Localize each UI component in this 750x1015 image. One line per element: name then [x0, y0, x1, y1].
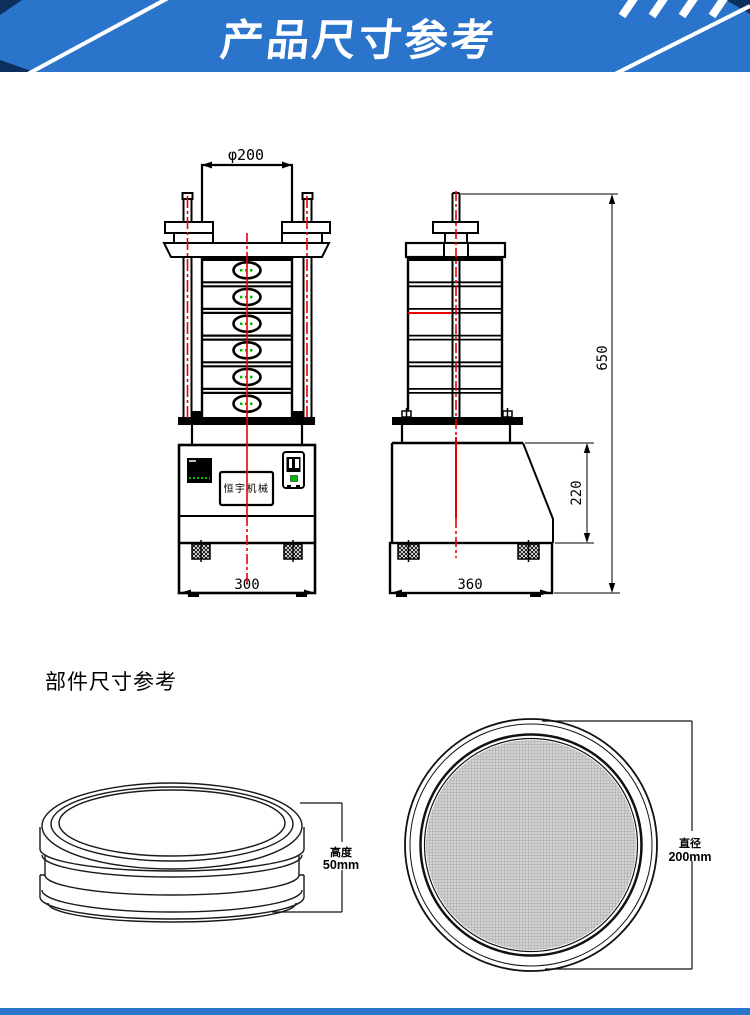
power-socket [282, 451, 305, 489]
side-height-label: 650 [595, 345, 611, 370]
mesh-diameter-label-value: 200mm [668, 850, 711, 864]
front-centerlines [186, 196, 308, 583]
banner-diagonal-right [614, 4, 750, 72]
dim-arrow [202, 161, 212, 169]
banner-corner-left [0, 0, 22, 15]
sieve-mesh-drawing: 直径 200mm [404, 718, 712, 972]
banner-wedge-left [0, 60, 34, 72]
banner-diagonal-left [27, 0, 169, 72]
banner-decorations [0, 0, 750, 72]
mesh-diameter-label-title: 直径 [679, 836, 701, 850]
side-base-height-label: 220 [569, 480, 585, 505]
ring-height-label-title: 高度 [330, 845, 353, 859]
mesh-diameter-dimension [542, 720, 693, 970]
header-banner: 产品尺寸参考 [0, 0, 750, 72]
front-view-drawing: φ200 [162, 146, 331, 597]
mesh-surface [426, 740, 636, 950]
front-base-width-label: 300 [234, 577, 259, 593]
bottom-banner-strip [0, 1008, 750, 1015]
nameplate-text: 恒宇机械 [224, 482, 270, 495]
dim-arrow [282, 161, 292, 169]
banner-stripes [618, 0, 728, 19]
ring-height-label-value: 50mm [323, 858, 359, 872]
control-display [187, 458, 212, 483]
sieve-ring-drawing: 高度 50mm [39, 782, 359, 923]
ring-height-dimension [272, 802, 343, 913]
side-view-drawing: 360 650 220 [388, 191, 620, 597]
section-subtitle: 部件尺寸参考 [45, 671, 177, 694]
side-base-width-label: 360 [457, 577, 482, 593]
side-sieve-separators [408, 281, 502, 394]
front-diameter-label: φ200 [228, 146, 264, 164]
